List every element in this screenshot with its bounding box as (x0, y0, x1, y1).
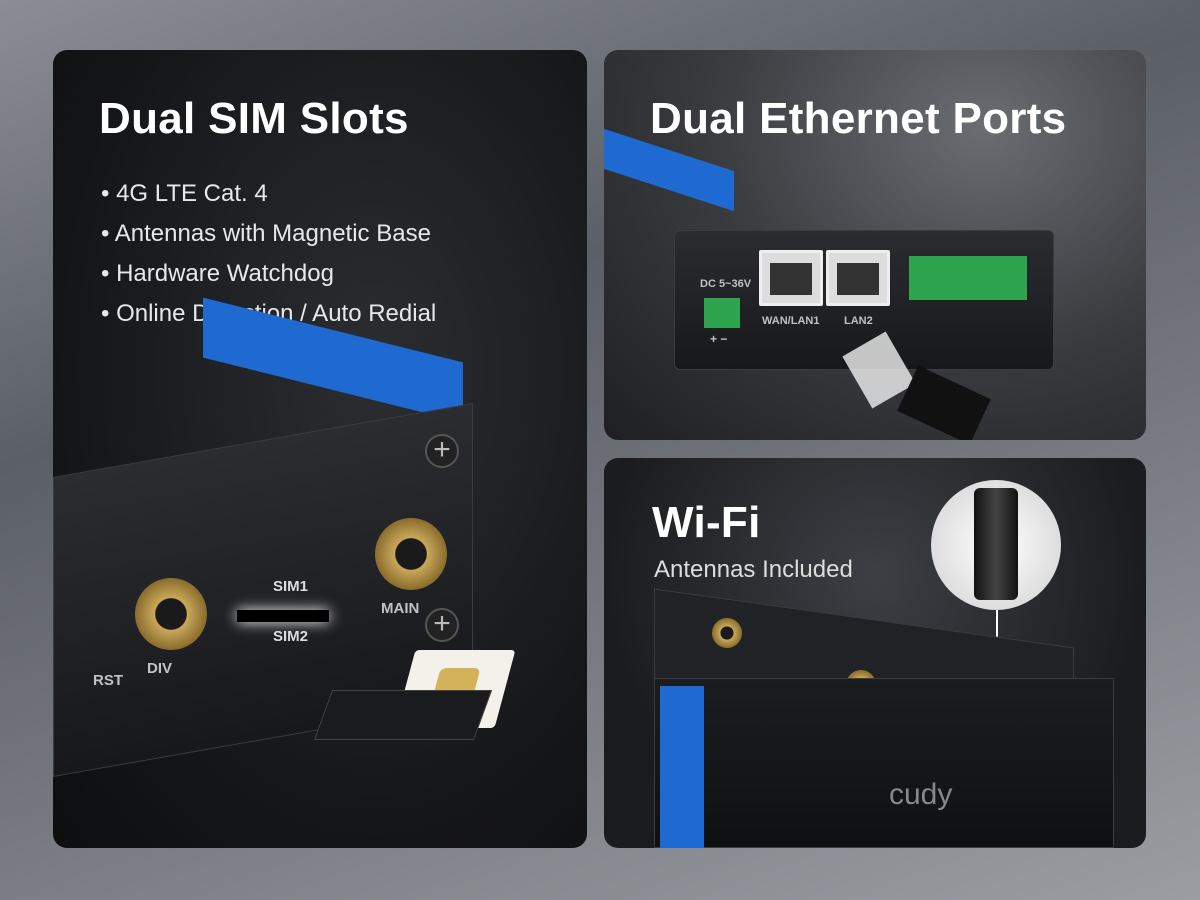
dual-ethernet-panel: Dual Ethernet Ports DC 5~36V + − WAN/LAN… (604, 50, 1146, 440)
dual-sim-panel: Dual SIM Slots • 4G LTE Cat. 4 • Antenna… (53, 50, 587, 848)
serial-terminal (909, 256, 1027, 300)
sim2-label: SIM2 (273, 628, 309, 645)
lan2-port (826, 250, 890, 306)
polarity-label: + − (710, 332, 728, 346)
lan2-label: LAN2 (844, 315, 873, 327)
wan-port (759, 250, 823, 306)
wan-label: WAN/LAN1 (762, 315, 820, 327)
panel-subtitle: Antennas Included (654, 556, 853, 583)
main-label: MAIN (381, 600, 420, 617)
panel-title: Wi-Fi (652, 498, 761, 547)
main-antenna-connector (375, 518, 447, 590)
blue-stripe (660, 686, 704, 848)
sim1-label: SIM1 (273, 578, 309, 595)
brand-logo: cudy (889, 778, 953, 811)
antenna-closeup (931, 480, 1061, 610)
wifi-panel: Wi-Fi Antennas Included cudy (604, 458, 1146, 848)
panel-title: Dual Ethernet Ports (650, 94, 1067, 143)
feature-item: • 4G LTE Cat. 4 (101, 180, 268, 207)
sim-slot (237, 610, 329, 622)
dc-label: DC 5~36V (700, 278, 752, 290)
div-antenna-connector (135, 578, 207, 650)
feature-list: • 4G LTE Cat. 4 • Antennas with Magnetic… (101, 174, 436, 334)
dc-terminal (704, 298, 740, 328)
div-label: DIV (147, 660, 173, 677)
rst-label: RST (93, 672, 123, 689)
router-front (654, 678, 1114, 848)
screw-icon: + (425, 434, 459, 468)
feature-item: • Antennas with Magnetic Base (101, 220, 431, 247)
panel-title: Dual SIM Slots (99, 94, 409, 143)
screw-icon: + (425, 608, 459, 642)
sim-tray (313, 690, 493, 740)
feature-item: • Hardware Watchdog (101, 260, 334, 287)
antenna-connector (712, 618, 742, 648)
